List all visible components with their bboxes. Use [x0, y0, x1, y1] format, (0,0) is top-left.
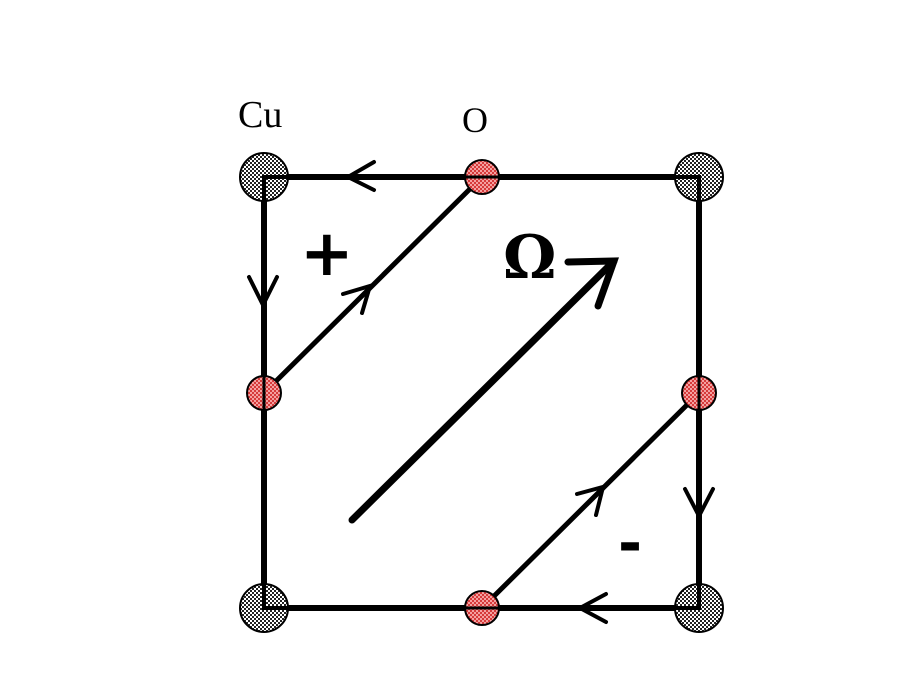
diagonal-paths	[261, 174, 702, 611]
flux-arrow-shaft	[348, 257, 618, 524]
arrow-diagonal-upper-icon	[341, 283, 373, 315]
o-bond-overlays	[262, 175, 701, 610]
cu-overlay-top-left	[262, 175, 288, 201]
cu-bond-overlays	[262, 175, 701, 610]
diagonal-upper-left	[261, 174, 485, 396]
arrow-diagonal-lower-icon	[575, 484, 606, 517]
plus-sign-label: +	[300, 217, 354, 291]
arrow-top-left-icon	[343, 160, 376, 192]
flux-arrow	[348, 257, 619, 524]
arrow-left-down-icon	[247, 275, 279, 310]
diagonal-lower-right	[479, 390, 702, 611]
cu-overlay-top-right	[675, 175, 701, 201]
cu-overlay-bottom-left	[262, 584, 288, 610]
flux-arrowhead-icon	[564, 257, 619, 310]
oxygen-label: O	[462, 100, 488, 140]
copper-label: Cu	[238, 94, 283, 136]
minus-sign-label: -	[618, 509, 643, 577]
arrow-bottom-left-icon	[575, 592, 608, 624]
cu-overlay-bottom-right	[675, 584, 701, 610]
flux-omega-label: Ω	[503, 223, 557, 293]
current-arrows	[247, 160, 715, 624]
arrow-right-down-icon	[683, 487, 715, 521]
